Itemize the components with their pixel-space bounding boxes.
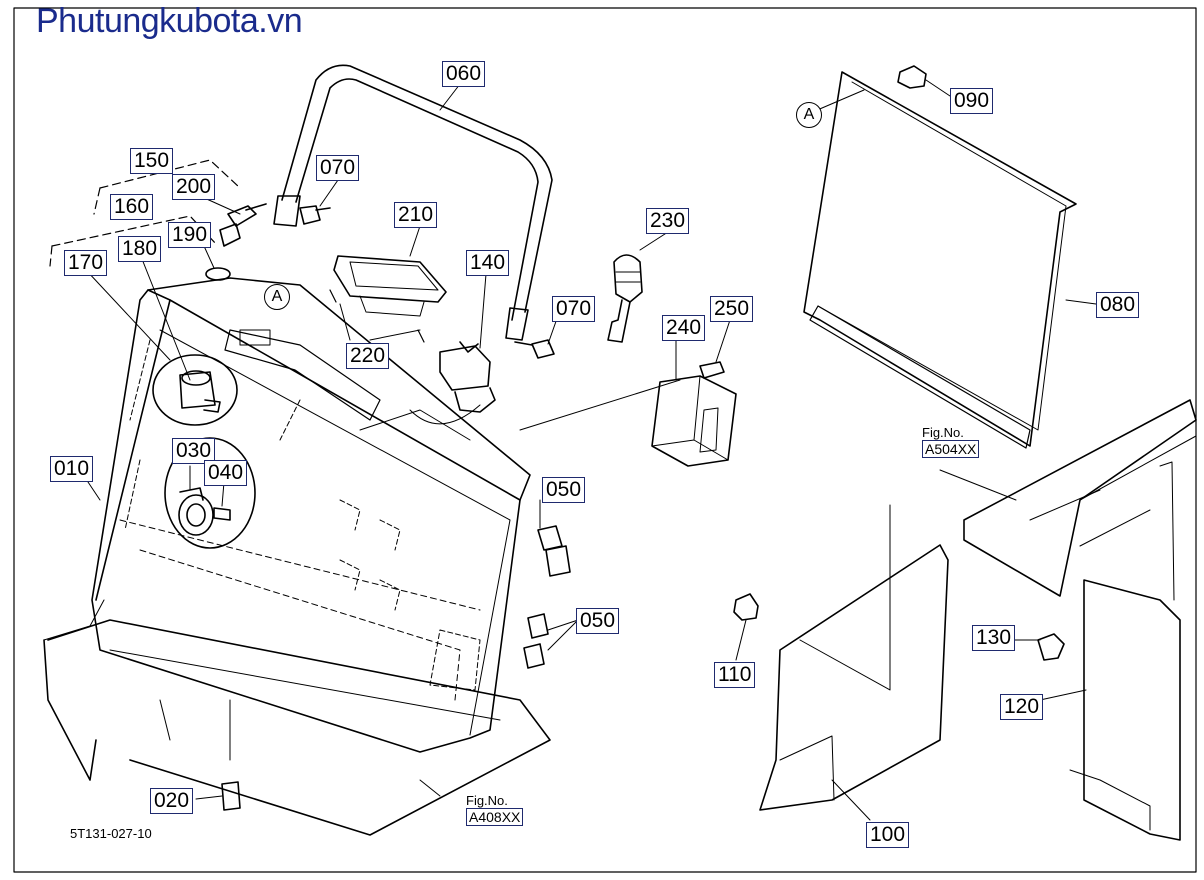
main-panel-010 [91,277,531,753]
callout-130[interactable]: 130 [972,625,1016,651]
callout-070-upper[interactable]: 070 [316,155,360,181]
callout-240[interactable]: 240 [662,315,706,341]
bolt-020 [221,781,241,811]
key-switch-detail [152,354,238,426]
panel-120 [1069,579,1181,841]
callout-090[interactable]: 090 [950,88,994,114]
horn-detail [164,437,256,549]
callout-030[interactable]: 030 [172,438,216,464]
switch-140 [409,341,496,425]
callout-060[interactable]: 060 [442,61,486,87]
assembly-outlines [49,159,241,267]
handle-bar-060 [273,64,553,341]
floor-frame [43,599,551,836]
leader-lines [79,79,1097,821]
callout-200[interactable]: 200 [172,174,216,200]
side-frame [963,399,1197,601]
panel-080 [803,71,1077,449]
callout-160[interactable]: 160 [110,194,154,220]
bolt-110 [733,593,759,621]
frame-border [13,7,1197,873]
callout-120[interactable]: 120 [1000,694,1044,720]
relay-050-upper [537,525,571,577]
figure-ref-a504xx[interactable]: Fig.No. A504XX [922,426,980,458]
callout-050-lower[interactable]: 050 [576,608,620,634]
callout-170[interactable]: 170 [64,250,108,276]
bolt-070-lower [514,339,555,359]
reference-mark-a-upper: A [796,102,822,128]
reference-mark-a-panel: A [264,284,290,310]
bolt-070-upper [299,205,331,225]
panel-100 [759,504,949,811]
grommet-090 [897,65,927,89]
callout-150[interactable]: 150 [130,148,174,174]
brand-logo-text: Phutungkubota.vn [36,2,303,40]
callout-230[interactable]: 230 [646,208,690,234]
callout-100[interactable]: 100 [866,822,910,848]
bolt-250 [699,361,725,379]
bolt-130 [1037,633,1065,661]
callout-250[interactable]: 250 [710,296,754,322]
callout-020[interactable]: 020 [150,788,194,814]
meter-210 [329,255,447,343]
figure-ref-a408xx[interactable]: Fig.No. A408XX [466,794,524,826]
callout-210[interactable]: 210 [394,202,438,228]
callout-180[interactable]: 180 [118,236,162,262]
callout-190[interactable]: 190 [168,222,212,248]
callout-050-upper[interactable]: 050 [542,477,586,503]
callout-010[interactable]: 010 [50,456,94,482]
callout-110[interactable]: 110 [714,662,756,688]
callout-140[interactable]: 140 [466,250,510,276]
nut-190 [205,267,231,281]
callout-220[interactable]: 220 [346,343,390,369]
relay-050-lower [523,613,549,669]
callout-040[interactable]: 040 [204,460,248,486]
drawing-code: 5T131-027-10 [70,826,152,841]
callout-070-lower[interactable]: 070 [552,296,596,322]
key-200 [219,203,267,247]
callout-080[interactable]: 080 [1096,292,1140,318]
controller-240 [651,375,737,467]
boot-230 [607,254,643,343]
